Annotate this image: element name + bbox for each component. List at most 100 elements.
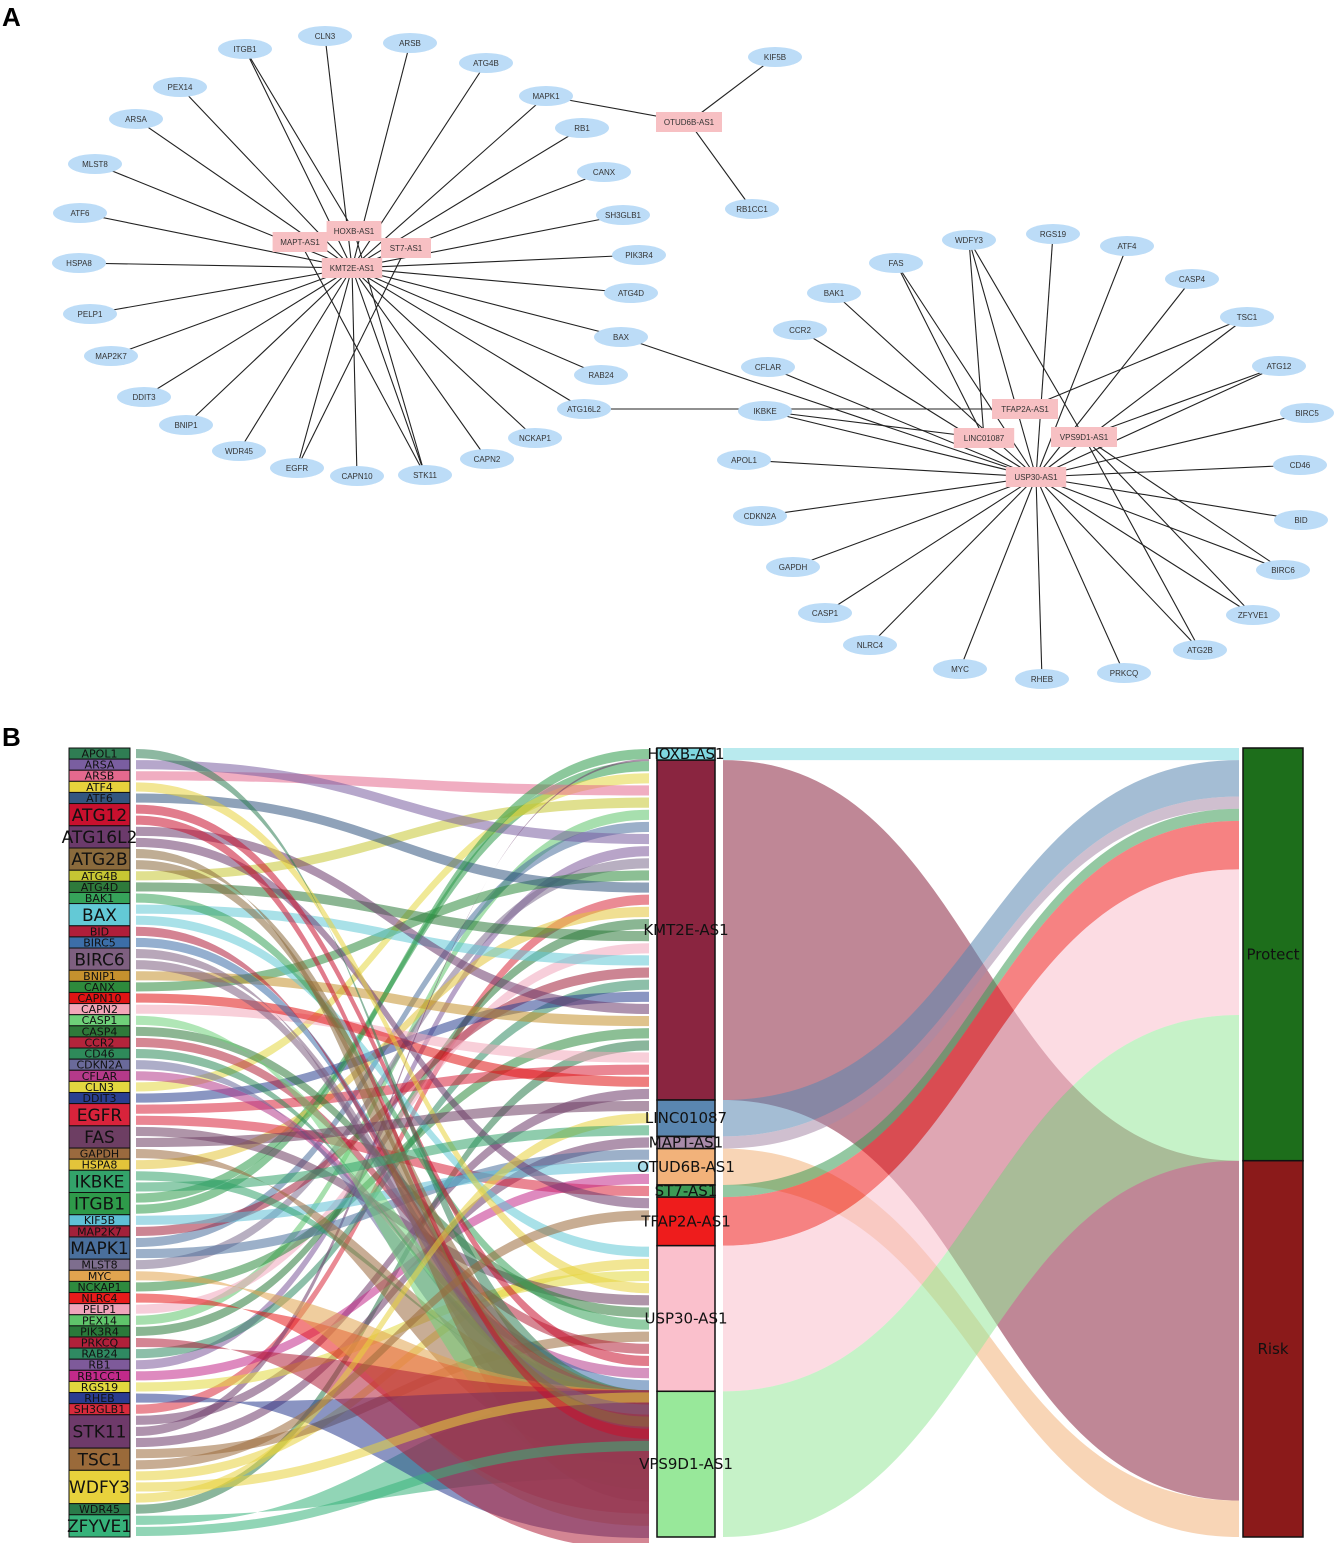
sankey-flow-ddit3-kmt2e-as1 (136, 991, 649, 1103)
sankey-gene-node-itgb1: ITGB1 (68, 1192, 131, 1216)
sankey-gene-label: ATF6 (86, 792, 113, 805)
sankey-flow-arsa-kmt2e-as1 (136, 760, 649, 845)
sankey-gene-rect (68, 1469, 131, 1505)
sankey-lnc-label: TFAP2A-AS1 (640, 1212, 731, 1230)
sankey-flow-atg16l2-kmt2e-as1 (136, 826, 649, 1015)
sankey-flow-hoxb-as1-protect (723, 748, 1239, 761)
network-gene-label: BID (1294, 516, 1308, 525)
network-edge-kmt2e-as1-hspa8 (78, 262, 353, 269)
network-gene-ellipse (1280, 403, 1334, 423)
sankey-gene-node-fas: FAS (68, 1125, 131, 1149)
sankey-gene-label: ATF4 (86, 781, 113, 794)
sankey-flow-mapt-as1-protect (723, 796, 1239, 1149)
network-gene-node-rab24: RAB24 (574, 365, 628, 385)
network-edge-kmt2e-as1-atg16l2 (351, 267, 585, 410)
network-gene-node-atf6: ATF6 (53, 203, 107, 223)
network-gene-ellipse (1274, 510, 1328, 530)
sankey-gene-label: ATG4D (81, 881, 118, 894)
network-gene-node-nckap1: NCKAP1 (508, 428, 562, 448)
network-gene-ellipse (807, 283, 861, 303)
sankey-flow-arsb-kmt2e-as1 (136, 771, 649, 796)
network-gene-ellipse (1015, 669, 1069, 689)
network-gene-ellipse (460, 449, 514, 469)
network-edge-usp30-as1-cd46 (1035, 464, 1301, 478)
sankey-gene-label: WDFY3 (69, 1478, 130, 1498)
network-gene-ellipse (398, 465, 452, 485)
network-gene-label: EGFR (286, 464, 308, 473)
sankey-lnc-node-otud6b-as1: OTUD6B-AS1 (637, 1147, 735, 1186)
network-edge-mapt-as1-stk11 (299, 241, 426, 476)
network-gene-label: RB1 (574, 124, 590, 133)
network-edge-vps9d1-as1-zfyve1 (1083, 436, 1254, 616)
network-gene-label: NLRC4 (857, 641, 884, 650)
network-edge-hoxb-as1-itgb1 (244, 48, 355, 232)
sankey-outcome-rect (1242, 1159, 1304, 1538)
network-lnc-node-mapt-as1: MAPT-AS1 (272, 232, 328, 252)
network-gene-ellipse (270, 458, 324, 478)
network-gene-ellipse (1100, 236, 1154, 256)
network-edge-tfap2a-as1-tsc1 (1024, 316, 1248, 410)
sankey-gene-label: BIRC5 (83, 936, 116, 949)
network-gene-label: STK11 (413, 471, 437, 480)
network-edge-kmt2e-as1-rab24 (351, 267, 602, 376)
sankey-lnc-label: ST7-AS1 (655, 1182, 718, 1200)
sankey-outcome-node-risk: Risk (1242, 1159, 1304, 1538)
network-gene-label: RB1CC1 (736, 205, 768, 214)
network-gene-ellipse (68, 154, 122, 174)
network-gene-node-cdkn2a: CDKN2A (733, 506, 787, 526)
sankey-gene-node-pex14: PEX14 (68, 1314, 131, 1327)
sankey-gene-rect (68, 1514, 131, 1538)
network-gene-label: CD46 (1290, 461, 1311, 470)
network-edge-usp30-as1-zfyve1 (1035, 476, 1254, 616)
sankey-outcome-rect (1242, 747, 1304, 1162)
network-gene-label: PIK3R4 (625, 251, 653, 260)
network-gene-ellipse (212, 441, 266, 461)
sankey-lnc-node-st7-as1: ST7-AS1 (655, 1182, 718, 1200)
sankey-lnc-label: MAPT-AS1 (649, 1134, 723, 1152)
panel-a-network: A ITGB1CLN3ARSBATG4BPEX14MAPK1ARSARB1MLS… (2, 2, 1334, 689)
network-edge-kmt2e-as1-egfr (296, 267, 353, 469)
network-gene-label: DDIT3 (132, 393, 156, 402)
network-gene-label: ZFYVE1 (1238, 611, 1269, 620)
network-gene-label: SH3GLB1 (605, 211, 642, 220)
network-lnc-node-linc01087: LINC01087 (953, 428, 1015, 448)
sankey-gene-node-ccr2: CCR2 (68, 1036, 131, 1049)
sankey-outcome-flows (723, 748, 1239, 1537)
sankey-gene-label: BIRC6 (74, 950, 124, 970)
sankey-gene-node-casp4: CASP4 (68, 1025, 131, 1038)
network-edge-usp30-as1-casp1 (824, 476, 1037, 614)
network-gene-label: ARSB (399, 39, 421, 48)
network-gene-node-ccr2: CCR2 (773, 320, 827, 340)
sankey-gene-label: TSC1 (77, 1450, 122, 1470)
sankey-lnc-node-linc01087: LINC01087 (645, 1099, 727, 1138)
network-lnc-node-vps9d1-as1: VPS9D1-AS1 (1051, 427, 1117, 447)
sankey-gene-node-stk11: STK11 (68, 1414, 131, 1449)
network-gene-ellipse (596, 205, 650, 225)
network-gene-label: MAPK1 (532, 92, 560, 101)
network-gene-node-bid: BID (1274, 510, 1328, 530)
network-lnc-label: KMT2E-AS1 (330, 264, 375, 273)
network-gene-node-rb1cc1: RB1CC1 (725, 199, 779, 219)
sankey-gene-node-tsc1: TSC1 (68, 1447, 131, 1471)
sankey-gene-label: ATG2B (71, 850, 127, 870)
sankey-lnc-node-vps9d1-as1: VPS9D1-AS1 (639, 1390, 733, 1538)
network-edge-kmt2e-as1-pik3r4 (351, 254, 640, 269)
sankey-lnc-label: LINC01087 (645, 1109, 727, 1127)
network-lnc-rect (326, 221, 382, 241)
network-gene-label: FAS (888, 259, 903, 268)
network-lnc-label: MAPT-AS1 (280, 238, 320, 247)
network-edge-usp30-as1-tsc1 (1035, 316, 1248, 478)
sankey-gene-label: STK11 (73, 1423, 127, 1443)
network-gene-label: BNIP1 (174, 421, 198, 430)
sankey-gene-label: HSPA8 (82, 1159, 118, 1172)
network-edge-kmt2e-as1-capn10 (351, 267, 358, 477)
network-lnc-label: OTUD6B-AS1 (664, 118, 715, 127)
network-gene-ellipse (330, 466, 384, 486)
network-gene-label: MLST8 (82, 160, 108, 169)
network-lnc-rect (272, 232, 328, 252)
sankey-gene-flows (136, 749, 649, 1543)
sankey-lnc-label: OTUD6B-AS1 (637, 1158, 735, 1176)
sankey-gene-label: MAP2K7 (77, 1225, 122, 1238)
network-edge-usp30-as1-cflar (767, 366, 1037, 478)
sankey-gene-label: ATG16L2 (62, 828, 138, 848)
